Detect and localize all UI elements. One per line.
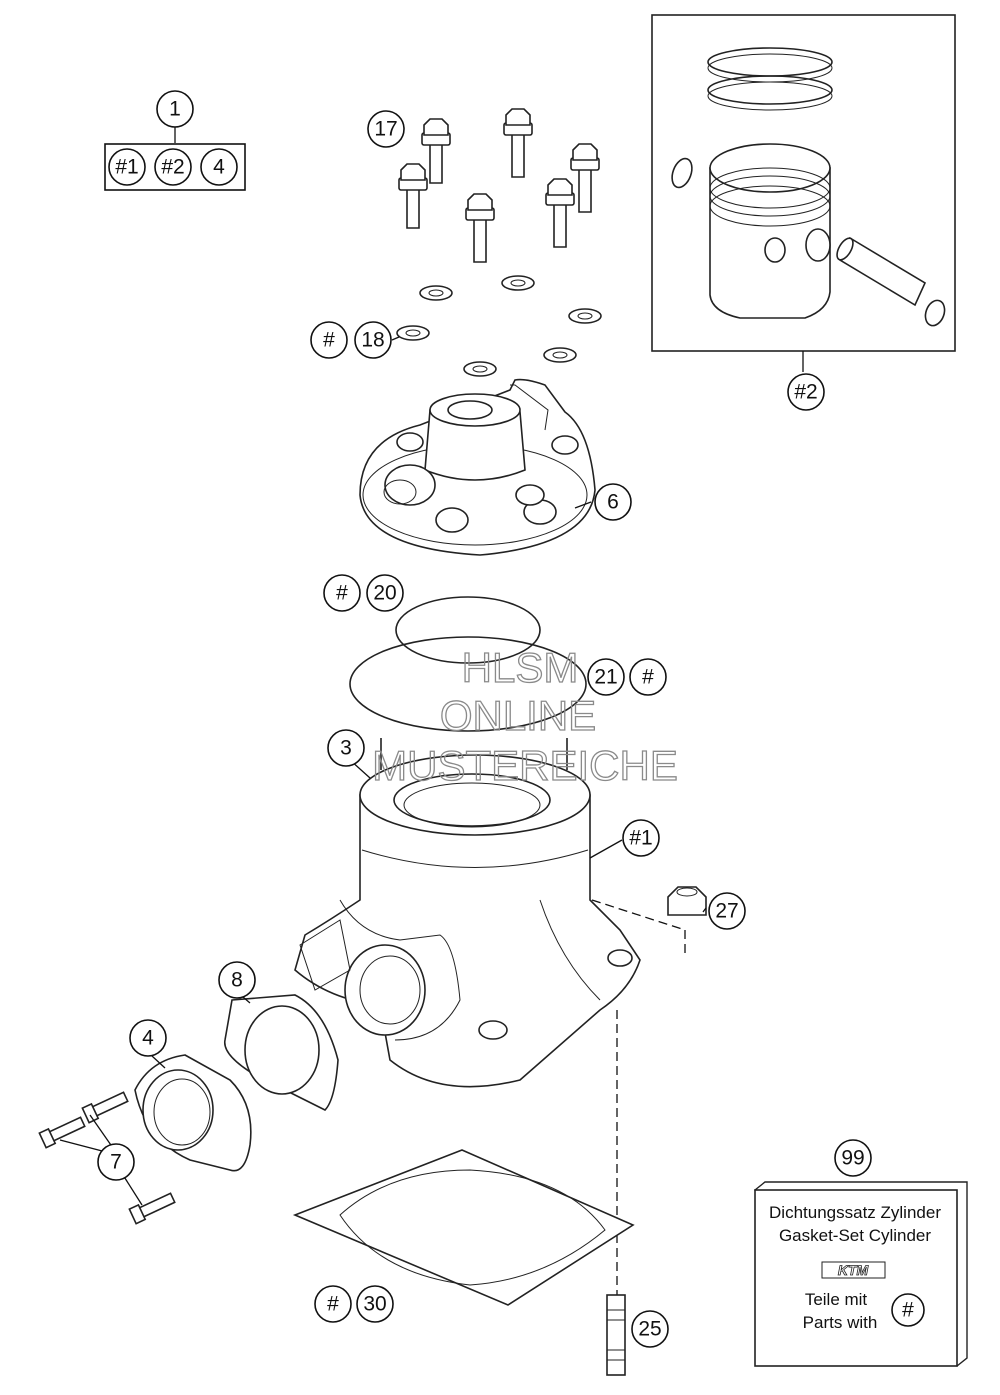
gasket-box-hash-callout: #: [891, 1293, 925, 1327]
svg-text:17: 17: [374, 118, 397, 141]
callout-27: 27: [708, 892, 746, 930]
svg-text:#1: #1: [115, 156, 138, 179]
svg-text:#: #: [327, 1293, 339, 1316]
bolt-icon: [398, 108, 600, 263]
callout-18: 18: [354, 321, 392, 359]
piston-icon: [709, 143, 831, 319]
callout-3: 3: [327, 729, 365, 767]
gasket-box-line4: Parts with: [803, 1313, 878, 1332]
callout-20: 20: [366, 574, 404, 612]
svg-text:6: 6: [607, 491, 619, 514]
svg-text:1: 1: [169, 98, 181, 121]
callout-18-hash: #: [310, 321, 348, 359]
gasket-icon: [224, 994, 339, 1111]
callout-piston-kit: #2: [787, 373, 825, 411]
callout-99: 99: [834, 1139, 872, 1177]
callout-7: 7: [97, 1143, 135, 1181]
svg-text:27: 27: [715, 900, 738, 923]
svg-text:#2: #2: [161, 156, 184, 179]
piston-pin-icon: [836, 236, 927, 307]
svg-text:18: 18: [361, 329, 384, 352]
o-ring-icon: [349, 596, 587, 732]
callout-4: 4: [129, 1019, 167, 1057]
svg-text:4: 4: [213, 156, 225, 179]
flange-icon: [134, 1054, 252, 1172]
cylinder-head-icon: [359, 378, 596, 556]
gasket-set-box: Dichtungssatz Zylinder Gasket-Set Cylind…: [753, 1181, 968, 1367]
gasket-box-line3: Teile mit: [805, 1290, 868, 1309]
svg-text:4: 4: [142, 1027, 154, 1050]
svg-text:25: 25: [638, 1318, 661, 1341]
svg-text:MUSTEREICHE: MUSTEREICHE: [372, 742, 678, 789]
callout-8: 8: [218, 961, 256, 999]
callout-6: 6: [594, 483, 632, 521]
svg-text:99: 99: [841, 1147, 864, 1170]
svg-text:#: #: [642, 666, 654, 689]
svg-text:#: #: [323, 329, 335, 352]
stud-icon: [606, 1294, 626, 1376]
kit-callout-1: 1 #1 #2 4: [104, 90, 246, 191]
ktm-logo-icon: [821, 1261, 886, 1279]
callout-17: 17: [367, 110, 405, 148]
gasket-icon: [292, 1149, 635, 1306]
ktm-logo-text: KTM: [838, 1262, 869, 1278]
leader-lines: [59, 127, 707, 1206]
svg-text:#: #: [902, 1299, 914, 1322]
svg-text:30: 30: [363, 1293, 386, 1316]
svg-text:21: 21: [594, 666, 617, 689]
callout-20-hash: #: [323, 574, 361, 612]
svg-text:20: 20: [373, 582, 396, 605]
callout-21: 21: [587, 658, 625, 696]
nut-icon: [667, 886, 707, 916]
callout-30-hash: #: [314, 1285, 352, 1323]
callout-30: 30: [356, 1285, 394, 1323]
svg-text:#: #: [336, 582, 348, 605]
piston-kit-frame: [651, 14, 956, 372]
svg-text:#2: #2: [794, 381, 817, 404]
cylinder-icon: [294, 738, 686, 1295]
watermark: HLSM ONLINE MUSTEREICHE: [371, 643, 678, 789]
callout-cylinder: #1: [622, 819, 660, 857]
washer-icon: [396, 275, 602, 377]
piston-ring-icon: [707, 47, 833, 111]
svg-text:7: 7: [110, 1151, 122, 1174]
callout-21-hash: #: [629, 658, 667, 696]
svg-text:8: 8: [231, 969, 243, 992]
svg-text:#1: #1: [629, 827, 652, 850]
bolt-icon: [38, 1091, 176, 1225]
svg-text:HLSM: HLSM: [462, 644, 579, 691]
gasket-box-line2: Gasket-Set Cylinder: [779, 1226, 931, 1245]
circlip-icon: [671, 157, 946, 327]
callout-25: 25: [631, 1310, 669, 1348]
svg-text:ONLINE: ONLINE: [440, 692, 596, 739]
gasket-box-line1: Dichtungssatz Zylinder: [769, 1203, 941, 1222]
svg-text:3: 3: [340, 737, 352, 760]
